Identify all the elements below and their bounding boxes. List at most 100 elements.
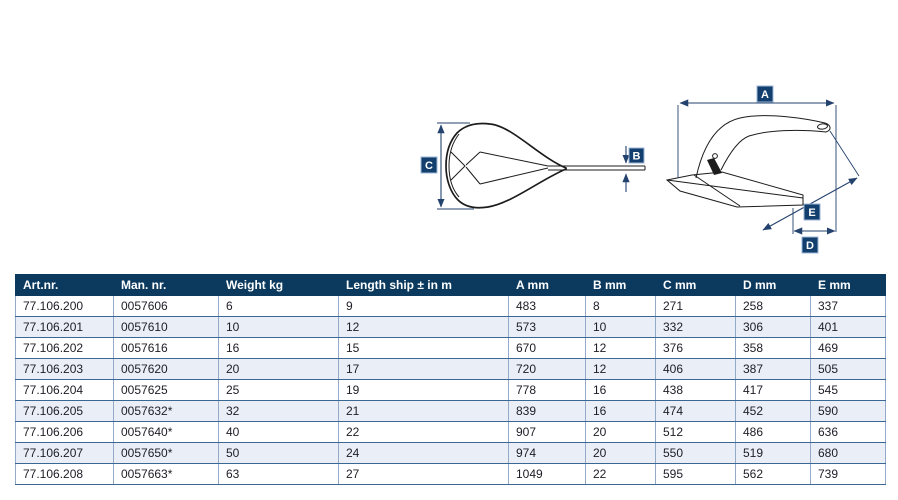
table-cell: 401 xyxy=(810,316,886,338)
table-cell: 486 xyxy=(735,421,811,443)
fluke-outline xyxy=(445,122,567,209)
col-header-e: E mm xyxy=(810,274,886,296)
col-header-c: C mm xyxy=(655,274,736,296)
table-cell: 16 xyxy=(218,337,339,359)
shackle-slot xyxy=(817,123,828,130)
table-cell: 907 xyxy=(508,421,586,443)
table-cell: 550 xyxy=(655,442,736,464)
anchor-side-view-diagram: A E D xyxy=(665,85,860,254)
a-label-text: A xyxy=(761,89,769,101)
b-label-text: B xyxy=(633,151,641,163)
col-header-b: B mm xyxy=(585,274,656,296)
b-dimension-label: B xyxy=(628,147,645,164)
table-cell: 77.106.203 xyxy=(15,358,114,380)
weld-rib xyxy=(707,158,722,175)
table-cell: 417 xyxy=(735,379,811,401)
shank-bar xyxy=(548,165,646,171)
d-label-text: D xyxy=(806,240,814,252)
table-cell: 452 xyxy=(735,400,811,422)
table-cell: 22 xyxy=(585,463,656,485)
table-cell: 15 xyxy=(338,337,509,359)
table-cell: 0057616 xyxy=(113,337,219,359)
table-cell: 9 xyxy=(338,295,509,317)
table-cell: 739 xyxy=(810,463,886,485)
table-cell: 670 xyxy=(508,337,586,359)
table-cell: 0057625 xyxy=(113,379,219,401)
table-cell: 438 xyxy=(655,379,736,401)
table-cell: 474 xyxy=(655,400,736,422)
table-cell: 258 xyxy=(735,295,811,317)
table-cell: 12 xyxy=(585,358,656,380)
table-cell: 590 xyxy=(810,400,886,422)
table-cell: 680 xyxy=(810,442,886,464)
table-cell: 16 xyxy=(585,379,656,401)
c-extension-ticks xyxy=(437,122,474,210)
nose-chevron xyxy=(450,151,466,181)
table-cell: 77.106.208 xyxy=(15,463,114,485)
table-cell: 376 xyxy=(655,337,736,359)
table-cell: 77.106.207 xyxy=(15,442,114,464)
table-cell: 406 xyxy=(655,358,736,380)
table-cell: 0057650* xyxy=(113,442,219,464)
table-cell: 27 xyxy=(338,463,509,485)
table-cell: 1049 xyxy=(508,463,586,485)
table-cell: 469 xyxy=(810,337,886,359)
spec-table: Art.nr. Man. nr. Weight kg Length ship ±… xyxy=(15,274,886,485)
table-cell: 306 xyxy=(735,316,811,338)
table-cell: 512 xyxy=(655,421,736,443)
col-header-a: A mm xyxy=(508,274,586,296)
table-cell: 20 xyxy=(585,421,656,443)
table-cell: 6 xyxy=(218,295,339,317)
col-header-length: Length ship ± in m xyxy=(338,274,509,296)
table-cell: 595 xyxy=(655,463,736,485)
table-cell: 0057632* xyxy=(113,400,219,422)
trip-hole xyxy=(712,153,718,159)
e-dimension-label: E xyxy=(803,203,821,221)
table-cell: 483 xyxy=(508,295,586,317)
table-cell: 358 xyxy=(735,337,811,359)
table-cell: 77.106.201 xyxy=(15,316,114,338)
table-cell: 40 xyxy=(218,421,339,443)
centre-rib xyxy=(465,151,549,185)
table-cell: 16 xyxy=(585,400,656,422)
table-cell: 77.106.202 xyxy=(15,337,114,359)
table-cell: 545 xyxy=(810,379,886,401)
anchor-plan-view-diagram: C B xyxy=(420,122,646,210)
table-cell: 77.106.204 xyxy=(15,379,114,401)
table-cell: 10 xyxy=(218,316,339,338)
table-cell: 0057606 xyxy=(113,295,219,317)
table-cell: 562 xyxy=(735,463,811,485)
table-cell: 17 xyxy=(338,358,509,380)
table-cell: 505 xyxy=(810,358,886,380)
table-cell: 10 xyxy=(585,316,656,338)
table-cell: 24 xyxy=(338,442,509,464)
table-cell: 519 xyxy=(735,442,811,464)
fluke-rim-line xyxy=(448,133,460,198)
table-cell: 21 xyxy=(338,400,509,422)
table-cell: 8 xyxy=(585,295,656,317)
table-cell: 32 xyxy=(218,400,339,422)
table-cell: 573 xyxy=(508,316,586,338)
table-cell: 50 xyxy=(218,442,339,464)
col-header-mannr: Man. nr. xyxy=(113,274,219,296)
spec-table-container: Art.nr. Man. nr. Weight kg Length ship ±… xyxy=(15,274,886,485)
a-dimension-label: A xyxy=(756,85,774,103)
shank-side-outline xyxy=(695,115,831,179)
table-cell: 387 xyxy=(735,358,811,380)
table-cell: 636 xyxy=(810,421,886,443)
table-cell: 332 xyxy=(655,316,736,338)
table-cell: 0057610 xyxy=(113,316,219,338)
table-cell: 337 xyxy=(810,295,886,317)
table-cell: 77.106.206 xyxy=(15,421,114,443)
table-cell: 19 xyxy=(338,379,509,401)
table-cell: 839 xyxy=(508,400,586,422)
col-header-artnr: Art.nr. xyxy=(15,274,114,296)
